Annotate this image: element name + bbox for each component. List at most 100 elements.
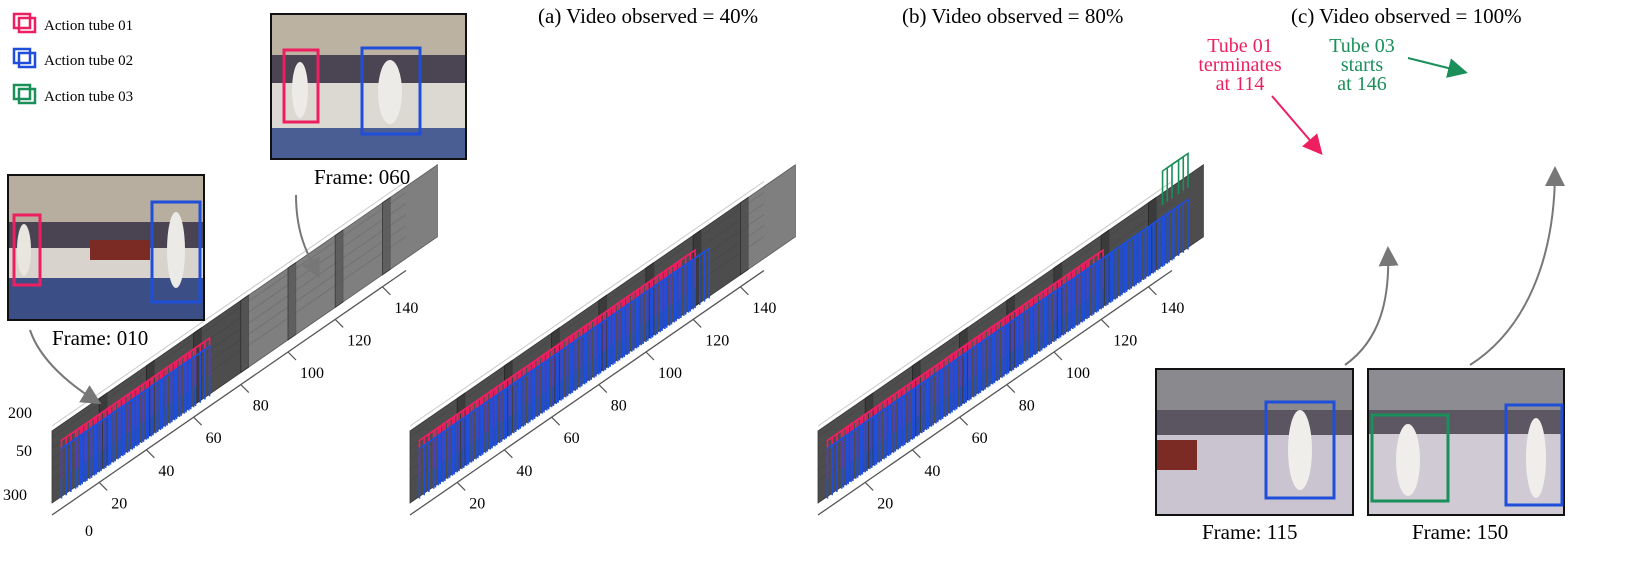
time-tick-label: 20 [877, 495, 893, 512]
tube02-box [192, 344, 211, 408]
time-tick-label: 140 [752, 300, 776, 317]
time-tick-label: 100 [658, 365, 682, 382]
time-tick [1053, 351, 1063, 361]
time-tick-label: 20 [469, 495, 485, 512]
frame-slab [334, 196, 391, 309]
legend-item-tube02: Action tube 02 [12, 47, 133, 69]
tube02-box [1171, 197, 1189, 261]
tube01-box [12, 213, 42, 287]
time-tick-label: 20 [111, 495, 127, 512]
time-tick-label: 60 [564, 430, 580, 447]
x-tick-left: 300 [3, 487, 27, 504]
origin-tick: 0 [85, 523, 93, 540]
time-tick-label: 40 [516, 463, 532, 480]
time-tick [864, 481, 874, 491]
arrow-frame-060 [295, 194, 320, 279]
time-tick [645, 351, 655, 361]
frame-slab [740, 164, 796, 276]
svg-text:Tube 01: Tube 01 [1207, 35, 1272, 57]
tube02-box [1264, 400, 1336, 500]
time-tick [692, 318, 702, 328]
time-tick [551, 416, 561, 426]
panel-c-title: (c) Video observed = 100% [1291, 4, 1522, 28]
legend-label: Action tube 02 [44, 53, 133, 69]
frame-slab [240, 261, 297, 374]
grid-line [409, 181, 765, 427]
arrow-frame-010 [29, 329, 102, 405]
frame-slab [692, 196, 749, 309]
frame-slab [287, 229, 344, 341]
tube03-swatch-icon [12, 83, 32, 101]
svg-text:starts: starts [1341, 54, 1383, 76]
time-tick [959, 416, 969, 426]
time-tick-label: 120 [705, 332, 729, 349]
time-tick [334, 318, 344, 328]
time-tick [145, 449, 155, 459]
time-tick-label: 40 [924, 463, 940, 480]
legend-label: Action tube 03 [44, 89, 133, 105]
time-tick-label: 60 [206, 430, 222, 447]
thumbnail-frame-115 [1155, 368, 1354, 516]
tube01-swatch-icon [12, 12, 32, 30]
tube03-box [1370, 413, 1450, 503]
caption-frame-010: Frame: 010 [52, 326, 148, 350]
arrow-frame-150 [1469, 166, 1565, 366]
legend-label: Action tube 01 [44, 18, 133, 34]
tube02-box [692, 246, 711, 310]
legend-item-tube01: Action tube 01 [12, 12, 133, 34]
time-tick-label: 140 [394, 300, 418, 317]
time-tick [98, 481, 108, 491]
time-tick [240, 384, 250, 394]
caption-frame-060: Frame: 060 [314, 165, 410, 189]
y-tick-top: 200 [8, 405, 32, 422]
grid-line [51, 181, 407, 427]
grid-line [817, 181, 1173, 427]
time-tick-label: 100 [1066, 365, 1090, 382]
legend-item-tube03: Action tube 03 [12, 83, 133, 105]
time-tick-label: 60 [972, 430, 988, 447]
panel-c-plot: 20 40 60 80 100 120 140 [817, 151, 1204, 516]
time-tick [1147, 286, 1157, 296]
time-tick [456, 481, 466, 491]
time-tick-label: 140 [1160, 300, 1184, 317]
panel-a-title: (a) Video observed = 40% [538, 4, 758, 28]
frame-slab [1148, 164, 1204, 276]
time-axis [51, 269, 407, 516]
thumbnail-frame-060 [270, 13, 467, 160]
svg-text:at 114: at 114 [1216, 73, 1265, 95]
time-axis [409, 269, 765, 516]
tube02-box [150, 200, 202, 304]
caption-frame-115: Frame: 115 [1202, 520, 1297, 544]
panel-b-title: (b) Video observed = 80% [902, 4, 1123, 28]
panel-b-plot: 20 40 60 80 100 120 140 [409, 164, 796, 516]
time-tick-label: 80 [1019, 398, 1035, 415]
y-tick-mid: 50 [16, 443, 32, 460]
arrow-frame-115 [1344, 246, 1399, 366]
tube02-swatch-icon [12, 47, 32, 65]
time-tick-label: 120 [1113, 332, 1137, 349]
thumbnail-frame-010 [7, 174, 205, 321]
legend: Action tube 01 Action tube 02 Action tub… [12, 12, 133, 105]
time-tick [1006, 384, 1016, 394]
time-tick-label: 100 [300, 365, 324, 382]
tube02-box [360, 46, 422, 136]
time-tick-label: 80 [611, 398, 627, 415]
time-tick [193, 416, 203, 426]
time-axis [817, 269, 1173, 516]
tube02-box [1504, 403, 1564, 507]
svg-text:at 146: at 146 [1337, 73, 1386, 95]
time-tick-label: 120 [347, 332, 371, 349]
svg-text:terminates: terminates [1198, 54, 1282, 76]
time-tick-label: 40 [158, 463, 174, 480]
time-tick [598, 384, 608, 394]
time-tick [503, 449, 513, 459]
time-tick [287, 351, 297, 361]
svg-text:Tube 03: Tube 03 [1329, 35, 1394, 57]
frame-slab [381, 164, 438, 276]
annotation-tube03-start: Tube 03 starts at 146 [1329, 35, 1468, 95]
caption-frame-150: Frame: 150 [1412, 520, 1508, 544]
time-tick [739, 286, 749, 296]
thumbnail-frame-150 [1367, 368, 1565, 516]
